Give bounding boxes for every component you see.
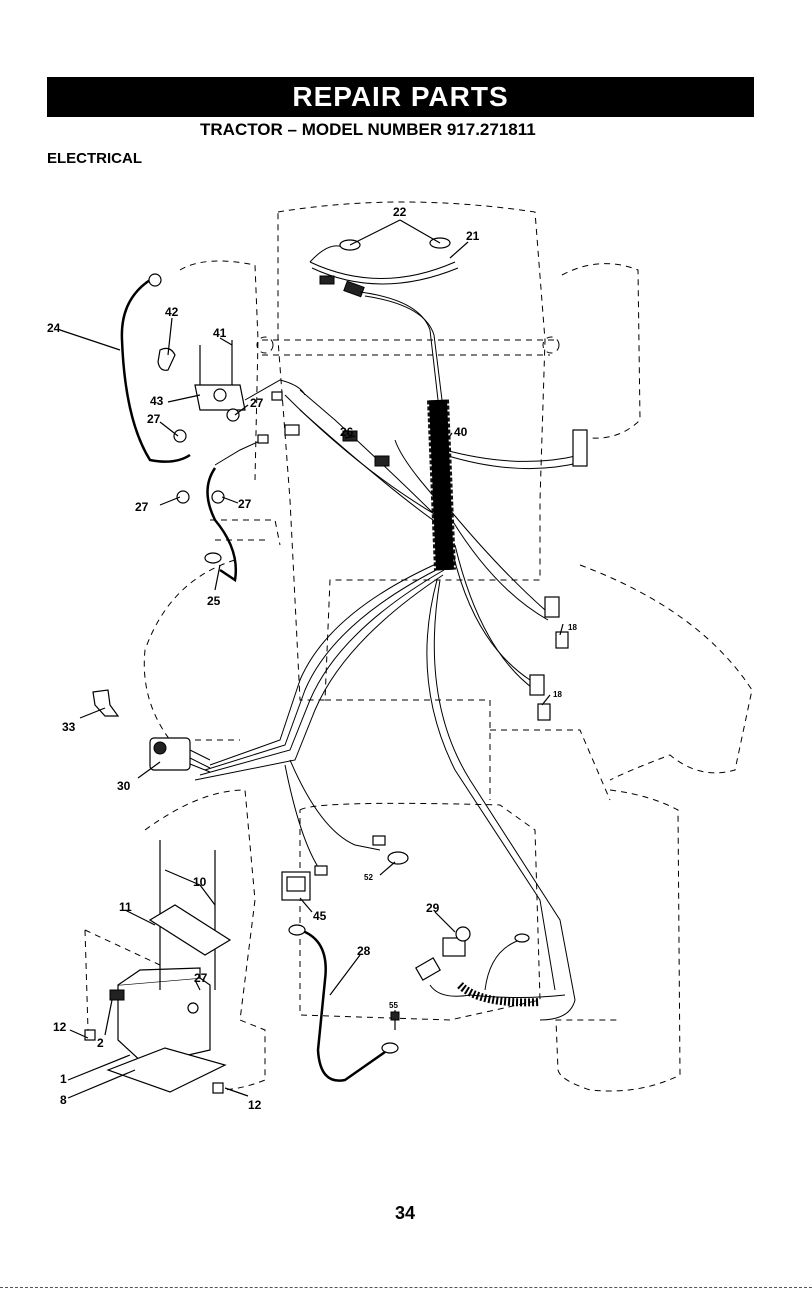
callout-27-c: 27	[135, 500, 149, 514]
callout-33: 33	[62, 720, 76, 734]
ignition-switch	[150, 738, 210, 772]
callout-18-b: 18	[553, 690, 562, 699]
connector-18-upper	[545, 597, 559, 617]
dash-mount-left	[257, 337, 273, 353]
nut-12-right	[213, 1083, 223, 1093]
cable-28	[300, 930, 385, 1081]
coiled-cord	[460, 985, 540, 1002]
connector-18-upper-mate	[556, 632, 568, 648]
connector-26-b	[375, 456, 389, 466]
callout-8: 8	[60, 1093, 67, 1107]
headlight-plug	[344, 281, 364, 297]
callout-40: 40	[454, 425, 468, 439]
callout-52: 52	[364, 873, 373, 882]
front-right-wheel-outline	[562, 264, 640, 439]
rear-left-fender-outline	[144, 560, 240, 740]
part-callouts: 22 21 24 42 41 43 27 27 27 27 25 26 40 1…	[47, 205, 577, 1112]
ignition-key-33	[93, 690, 118, 716]
right-side-connector	[573, 430, 587, 466]
callout-42: 42	[165, 305, 179, 319]
rear-right-fender-outline	[580, 565, 752, 780]
battery-assembly	[85, 840, 230, 1093]
harness-branches	[195, 390, 587, 1020]
callout-55: 55	[389, 1001, 398, 1010]
dash-panel-outline	[262, 340, 555, 355]
hood-outline	[278, 202, 545, 700]
callout-27-d: 27	[238, 497, 252, 511]
callout-26: 26	[340, 425, 354, 439]
harness-terminal-b	[315, 866, 327, 875]
footer-rule	[0, 1287, 812, 1288]
seat-deck-outline	[325, 700, 610, 800]
connector-18-lower-mate	[538, 704, 550, 720]
headlight-connector	[320, 276, 334, 284]
rear-right-wheel-outline	[556, 790, 680, 1091]
headlight-harness	[310, 246, 455, 279]
callout-1: 1	[60, 1072, 67, 1086]
harness-terminal-a	[373, 836, 385, 845]
ignition-key	[93, 690, 118, 716]
callout-41: 41	[213, 326, 227, 340]
callout-22: 22	[393, 205, 407, 219]
callout-24: 24	[47, 321, 61, 335]
callout-45: 45	[313, 909, 327, 923]
tractor-outline	[85, 202, 752, 1091]
callout-2: 2	[97, 1036, 104, 1050]
callout-28: 28	[357, 944, 371, 958]
page-number: 34	[380, 1203, 430, 1224]
nut-12-left	[85, 1030, 95, 1040]
callout-18-a: 18	[568, 623, 577, 632]
callout-21: 21	[466, 229, 480, 243]
part-42	[158, 348, 175, 370]
callout-25: 25	[207, 594, 221, 608]
solenoid-bolts	[200, 340, 232, 385]
hold-down-bracket	[150, 905, 230, 955]
callout-29: 29	[426, 901, 440, 915]
callout-27-b: 27	[250, 396, 264, 410]
callout-27-a: 27	[147, 412, 161, 426]
callout-12-a: 12	[53, 1020, 67, 1034]
callout-30: 30	[117, 779, 131, 793]
headlights	[310, 238, 458, 400]
callout-43: 43	[150, 394, 164, 408]
part-52	[388, 852, 408, 864]
ground-cable	[289, 925, 399, 1081]
callout-10: 10	[193, 875, 207, 889]
callout-11: 11	[119, 900, 132, 914]
callout-27-e: 27	[194, 971, 208, 985]
battery-tray	[108, 1048, 225, 1092]
callout-12-b: 12	[248, 1098, 262, 1112]
seat-switch	[416, 927, 565, 1002]
steering-column-outline	[210, 520, 280, 545]
connector-18-lower	[530, 675, 544, 695]
harness-sleeve	[438, 400, 445, 570]
